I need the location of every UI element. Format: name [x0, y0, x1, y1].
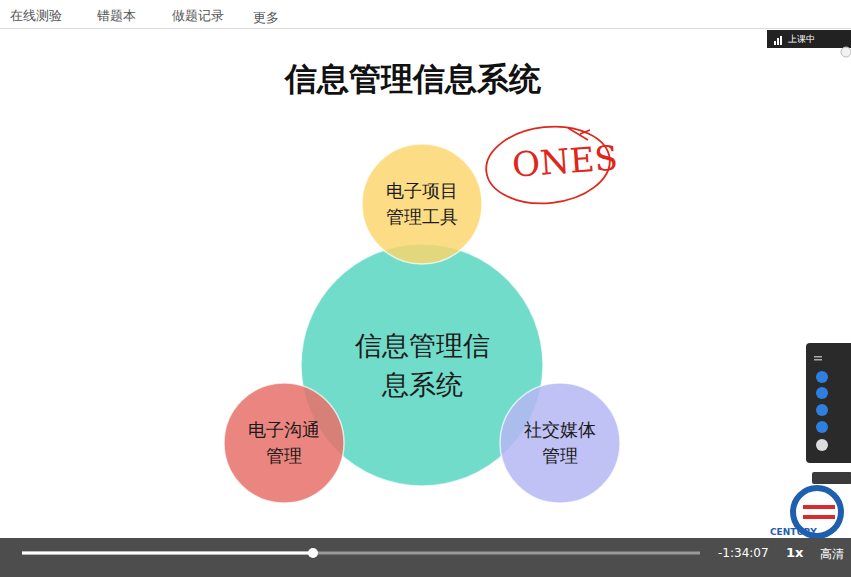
circle-label: 社交媒体 管理 [520, 417, 600, 469]
progress-track [22, 552, 700, 555]
signal-icon [774, 36, 782, 45]
time-remaining: -1:34:07 [718, 546, 769, 560]
circle-label: 信息管理信息系统 [347, 326, 497, 404]
progress-played [22, 552, 313, 555]
logo-text: CENTURY [770, 527, 817, 537]
circle-outline [223, 382, 345, 504]
nav-tab: 更多 [253, 9, 279, 27]
circle-label: 电子沟通 管理 [244, 417, 324, 469]
feature-circle: 电子沟通 管理 [223, 382, 345, 504]
chat-panel [806, 343, 851, 463]
nav-tab: 做题记录 [172, 7, 224, 25]
nav-tab: 错题本 [97, 7, 136, 25]
nav-divider [0, 28, 851, 29]
circle-outline [361, 143, 483, 265]
live-status-badge [767, 30, 851, 48]
progress-handle [308, 548, 318, 558]
panel-toggle [841, 47, 851, 57]
playback-speed: 1x [786, 545, 803, 560]
chat-avatars [812, 356, 851, 484]
feature-circle: 电子项目 管理工具 [361, 143, 483, 265]
slide-title: 信息管理信息系统 [285, 58, 541, 102]
handwritten-stroke [568, 128, 590, 140]
live-status: 上课中 [788, 33, 815, 46]
circle-label: 电子项目 管理工具 [382, 178, 462, 230]
feature-circle: 社交媒体 管理 [499, 382, 621, 504]
nav-tab: 在线测验 [10, 7, 62, 25]
player-control-bar [0, 538, 851, 577]
circle-outline [499, 382, 621, 504]
handwritten-note: ONES [511, 137, 619, 184]
top-nav-bar [0, 0, 851, 28]
quality-option: 高清 [820, 546, 844, 563]
